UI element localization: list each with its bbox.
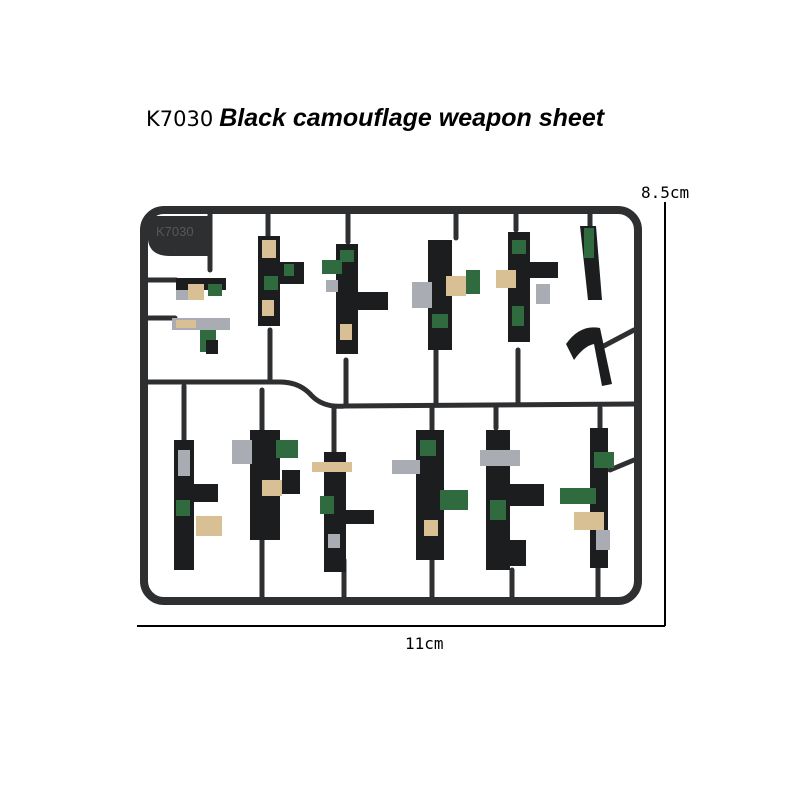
weapon-rifle-6 bbox=[232, 430, 300, 540]
weapon-rifle-4 bbox=[496, 232, 558, 342]
weapon-rifle-8 bbox=[392, 430, 468, 560]
width-dimension-label: 11cm bbox=[405, 634, 444, 653]
weapon-rifle-3 bbox=[412, 240, 480, 350]
weapon-pistol-1 bbox=[176, 278, 226, 300]
weapon-rifle-5 bbox=[174, 440, 222, 570]
dimension-lines bbox=[137, 202, 666, 627]
weapon-pistol-2 bbox=[172, 318, 230, 354]
height-dimension-label: 8.5cm bbox=[641, 183, 690, 202]
weapon-rifle-7 bbox=[312, 452, 374, 572]
weapon-rifle-9 bbox=[480, 430, 544, 570]
weapon-bipod bbox=[566, 327, 612, 386]
weapon-rifle-1 bbox=[258, 236, 304, 326]
weapon-rifle-2 bbox=[322, 244, 388, 354]
weapon-rifle-10 bbox=[560, 428, 614, 568]
product-title: K7030 Black camouflage weapon sheet bbox=[146, 104, 604, 140]
sprue-runners bbox=[145, 211, 639, 601]
product-name: Black camouflage weapon sheet bbox=[219, 104, 605, 132]
sprue-code-text: K7030 bbox=[156, 224, 194, 239]
product-code: K7030 bbox=[146, 107, 214, 131]
weapon-knife bbox=[580, 226, 602, 300]
sprue-code-tab: K7030 bbox=[148, 216, 210, 256]
